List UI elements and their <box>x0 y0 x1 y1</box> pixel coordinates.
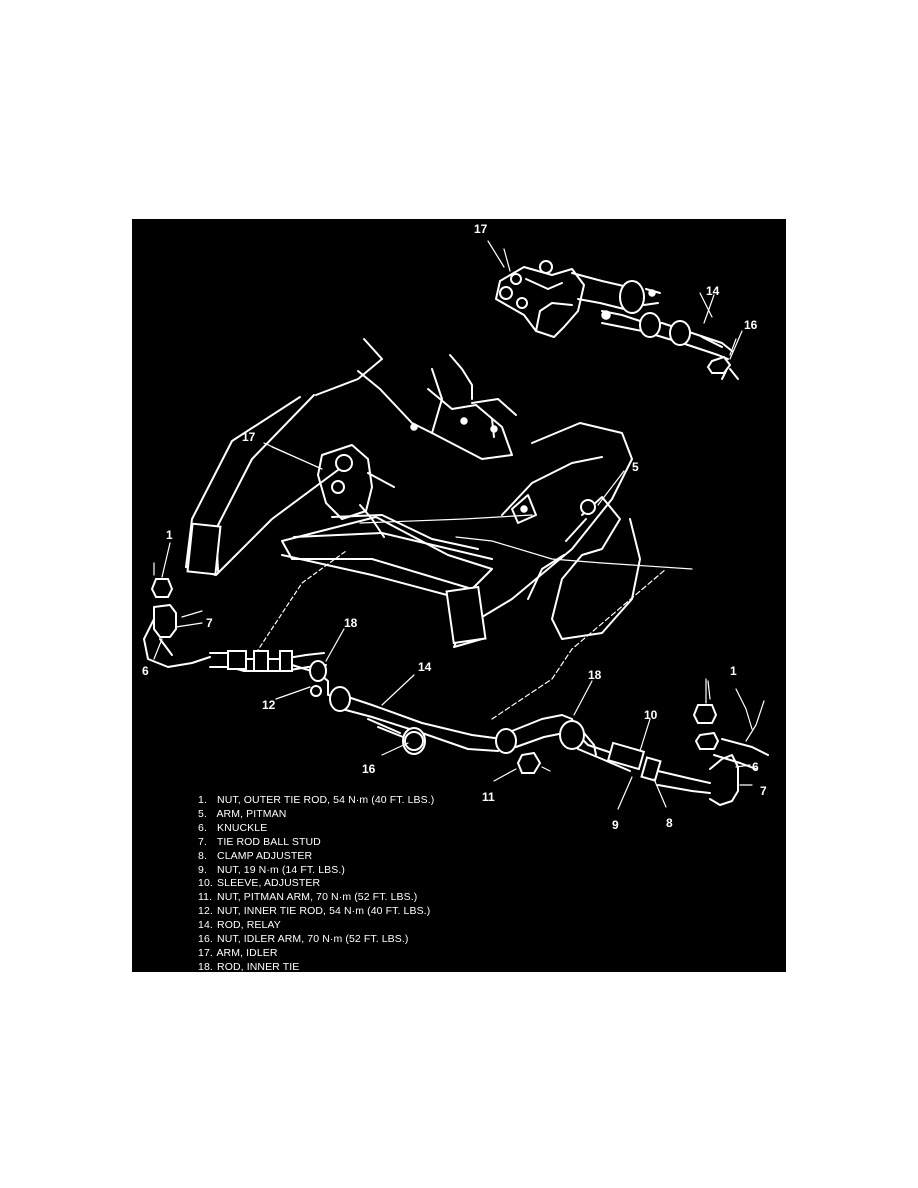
callout-1-right: 1 <box>730 664 737 678</box>
legend-number: 16. <box>198 933 213 946</box>
legend-number: 18. <box>198 960 213 972</box>
legend-text: NUT, PITMAN ARM, 70 N·m (52 FT. LBS.) <box>217 891 418 904</box>
legend-item: 17. ARM, IDLER <box>198 947 434 961</box>
steering-linkage-illustration <box>143 240 769 810</box>
callout-16-relay: 16 <box>362 762 376 776</box>
callout-6-left: 6 <box>142 664 149 678</box>
legend-item: 18. ROD, INNER TIE <box>198 961 434 972</box>
callout-10: 10 <box>644 708 658 722</box>
legend-text: ROD, RELAY <box>217 919 281 932</box>
callout-18-left: 18 <box>344 616 358 630</box>
callout-6-right: 6 <box>752 760 759 774</box>
legend-number: 10. <box>198 877 213 890</box>
callout-16-inset: 16 <box>744 318 758 332</box>
legend-number: 1. <box>198 794 207 806</box>
legend-number: 5. <box>198 807 207 820</box>
legend-item: 6. KNUCKLE <box>198 822 434 836</box>
callout-5-pitman-arm: 5 <box>632 460 639 474</box>
legend-text: TIE ROD BALL STUD <box>216 835 321 848</box>
legend-text: NUT, IDLER ARM, 70 N·m (52 FT. LBS.) <box>217 933 409 946</box>
legend-item: 16. NUT, IDLER ARM, 70 N·m (52 FT. LBS.) <box>198 933 434 947</box>
legend-text: NUT, 19 N·m (14 FT. LBS.) <box>217 863 345 876</box>
legend-text: NUT, OUTER TIE ROD, 54 N·m (40 FT. LBS.) <box>217 794 435 806</box>
callout-leaders <box>153 240 753 810</box>
callout-14-inset: 14 <box>706 284 720 298</box>
legend-number: 17. <box>198 946 213 959</box>
callout-11: 11 <box>482 790 495 804</box>
legend-number: 11. <box>198 891 213 904</box>
callout-7-right: 7 <box>760 784 767 798</box>
legend-number: 6. <box>198 821 207 834</box>
legend-number: 9. <box>198 863 207 876</box>
idler-arm-inset <box>495 248 739 380</box>
vehicle-frame <box>185 338 641 648</box>
steering-linkage-diagram: 17 14 16 17 5 1 7 6 18 14 12 16 18 1 10 … <box>132 219 786 972</box>
legend-item: 1. NUT, OUTER TIE ROD, 54 N·m (40 FT. LB… <box>198 794 434 808</box>
callout-18-right: 18 <box>588 668 602 682</box>
legend-number: 12. <box>198 905 213 918</box>
callout-1-left: 1 <box>166 528 173 542</box>
right-tie-rod-assembly <box>511 680 769 806</box>
legend-item: 9. NUT, 19 N·m (14 FT. LBS.) <box>198 864 434 878</box>
legend-text: KNUCKLE <box>217 821 268 834</box>
callout-17-inset: 17 <box>474 222 488 236</box>
parts-legend: 1. NUT, OUTER TIE ROD, 54 N·m (40 FT. LB… <box>198 794 434 972</box>
callout-12: 12 <box>262 698 276 712</box>
callout-7-left: 7 <box>206 616 213 630</box>
leader-lines <box>255 514 693 720</box>
left-tie-rod-assembly <box>143 562 343 698</box>
legend-number: 7. <box>198 835 207 848</box>
legend-text: NUT, INNER TIE ROD, 54 N·m (40 FT. LBS.) <box>217 905 431 918</box>
legend-item: 8. CLAMP ADJUSTER <box>198 850 434 864</box>
loose-nuts <box>404 731 551 774</box>
legend-text: ARM, IDLER <box>216 946 278 959</box>
callout-8: 8 <box>666 816 673 830</box>
legend-item: 11. NUT, PITMAN ARM, 70 N·m (52 FT. LBS.… <box>198 891 434 905</box>
legend-item: 5. ARM, PITMAN <box>198 808 434 822</box>
callout-17-frame: 17 <box>242 430 256 444</box>
legend-text: ARM, PITMAN <box>216 807 287 820</box>
legend-item: 14. ROD, RELAY <box>198 919 434 933</box>
callout-14-relay: 14 <box>418 660 432 674</box>
legend-item: 7. TIE ROD BALL STUD <box>198 836 434 850</box>
legend-number: 14. <box>198 919 213 932</box>
legend-number: 8. <box>198 849 207 862</box>
legend-text: ROD, INNER TIE <box>217 960 300 972</box>
relay-rod <box>329 686 538 773</box>
legend-text: CLAMP ADJUSTER <box>217 849 313 862</box>
callout-9: 9 <box>612 818 619 832</box>
legend-item: 10. SLEEVE, ADJUSTER <box>198 877 434 891</box>
legend-item: 12. NUT, INNER TIE ROD, 54 N·m (40 FT. L… <box>198 905 434 919</box>
legend-text: SLEEVE, ADJUSTER <box>217 877 321 890</box>
